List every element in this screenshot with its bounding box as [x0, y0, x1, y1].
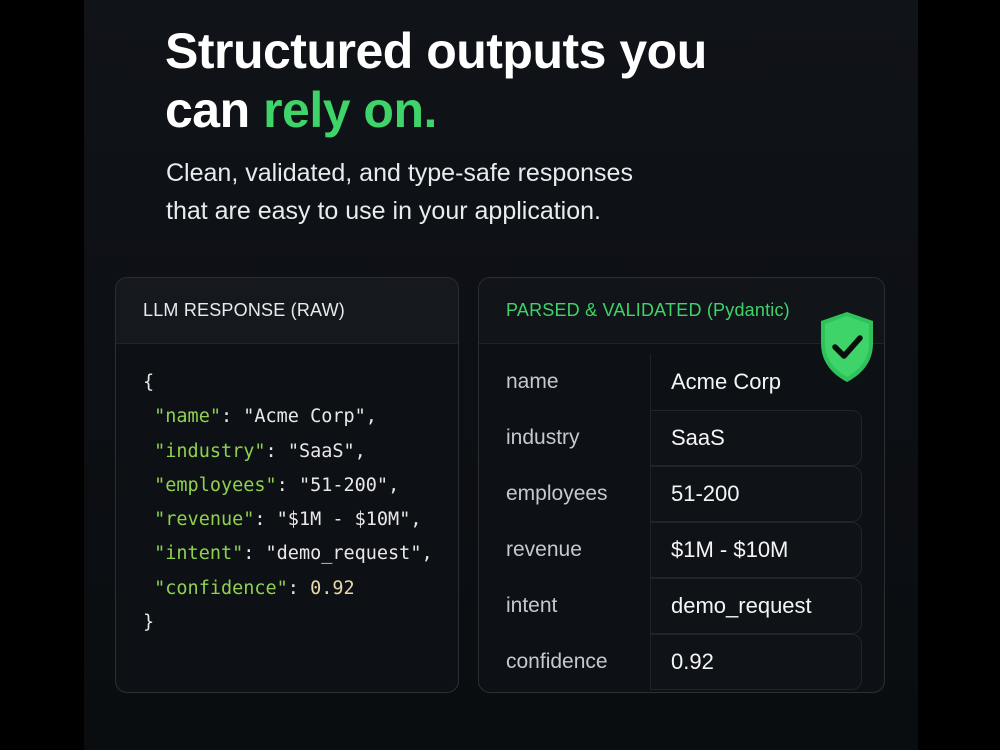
subheadline-line-1: Clean, validated, and type-safe response…: [166, 159, 633, 187]
field-key: intent: [506, 594, 558, 617]
table-row: revenue $1M - $10M: [503, 522, 862, 578]
headline-line-2-plain: can: [165, 82, 264, 138]
headline: Structured outputs you can rely on.: [165, 22, 707, 140]
parsed-fields-table: name Acme Corp industry SaaS employees 5…: [503, 354, 862, 690]
json-value: "demo_request": [265, 543, 422, 565]
field-value: $1M - $10M: [671, 537, 789, 562]
json-number-value: 0.92: [310, 577, 355, 599]
table-row: confidence 0.92: [503, 634, 862, 690]
table-row: industry SaaS: [503, 410, 862, 466]
json-open-brace: {: [143, 372, 155, 393]
parsed-panel-title: PARSED & VALIDATED (Pydantic): [479, 278, 884, 344]
raw-response-panel: LLM RESPONSE (RAW) { "name": "Acme Corp"…: [115, 277, 459, 693]
field-key: employees: [506, 482, 608, 505]
table-row: employees 51-200: [503, 466, 862, 522]
json-key: "confidence": [154, 577, 288, 599]
subheadline: Clean, validated, and type-safe response…: [166, 154, 633, 230]
json-comma: ,: [421, 543, 433, 565]
shield-check-icon: [821, 312, 873, 382]
field-key: name: [506, 370, 559, 393]
raw-panel-title: LLM RESPONSE (RAW): [116, 278, 458, 344]
raw-json-code: { "name": "Acme Corp", "industry": "SaaS…: [143, 372, 433, 634]
json-key: "revenue": [154, 509, 255, 531]
table-row: intent demo_request: [503, 578, 862, 634]
field-value: demo_request: [671, 593, 812, 618]
json-comma: ,: [388, 474, 400, 496]
json-key: "industry": [154, 440, 266, 462]
field-value: 0.92: [671, 649, 714, 674]
field-key: industry: [506, 426, 580, 449]
json-value: "$1M - $10M": [276, 509, 411, 531]
field-value: SaaS: [671, 425, 725, 450]
table-row: name Acme Corp: [503, 354, 862, 410]
json-key: "name": [154, 406, 221, 428]
json-key: "intent": [154, 543, 244, 565]
json-comma: ,: [365, 406, 377, 428]
subheadline-line-2: that are easy to use in your application…: [166, 197, 601, 225]
json-key: "employees": [154, 474, 277, 496]
headline-line-1: Structured outputs you: [165, 23, 707, 79]
json-comma: ,: [354, 440, 366, 462]
parsed-validated-panel: PARSED & VALIDATED (Pydantic) name Acme …: [478, 277, 885, 693]
field-key: confidence: [506, 650, 608, 673]
field-value: 51-200: [671, 481, 740, 506]
json-value: "Acme Corp": [243, 406, 366, 428]
json-value: "51-200": [298, 474, 389, 496]
json-close-brace: }: [143, 612, 155, 634]
field-key: revenue: [506, 538, 582, 561]
json-value: "SaaS": [287, 440, 355, 462]
json-comma: ,: [410, 509, 422, 531]
headline-line-2-accent: rely on.: [263, 82, 437, 138]
field-value: Acme Corp: [671, 369, 782, 394]
